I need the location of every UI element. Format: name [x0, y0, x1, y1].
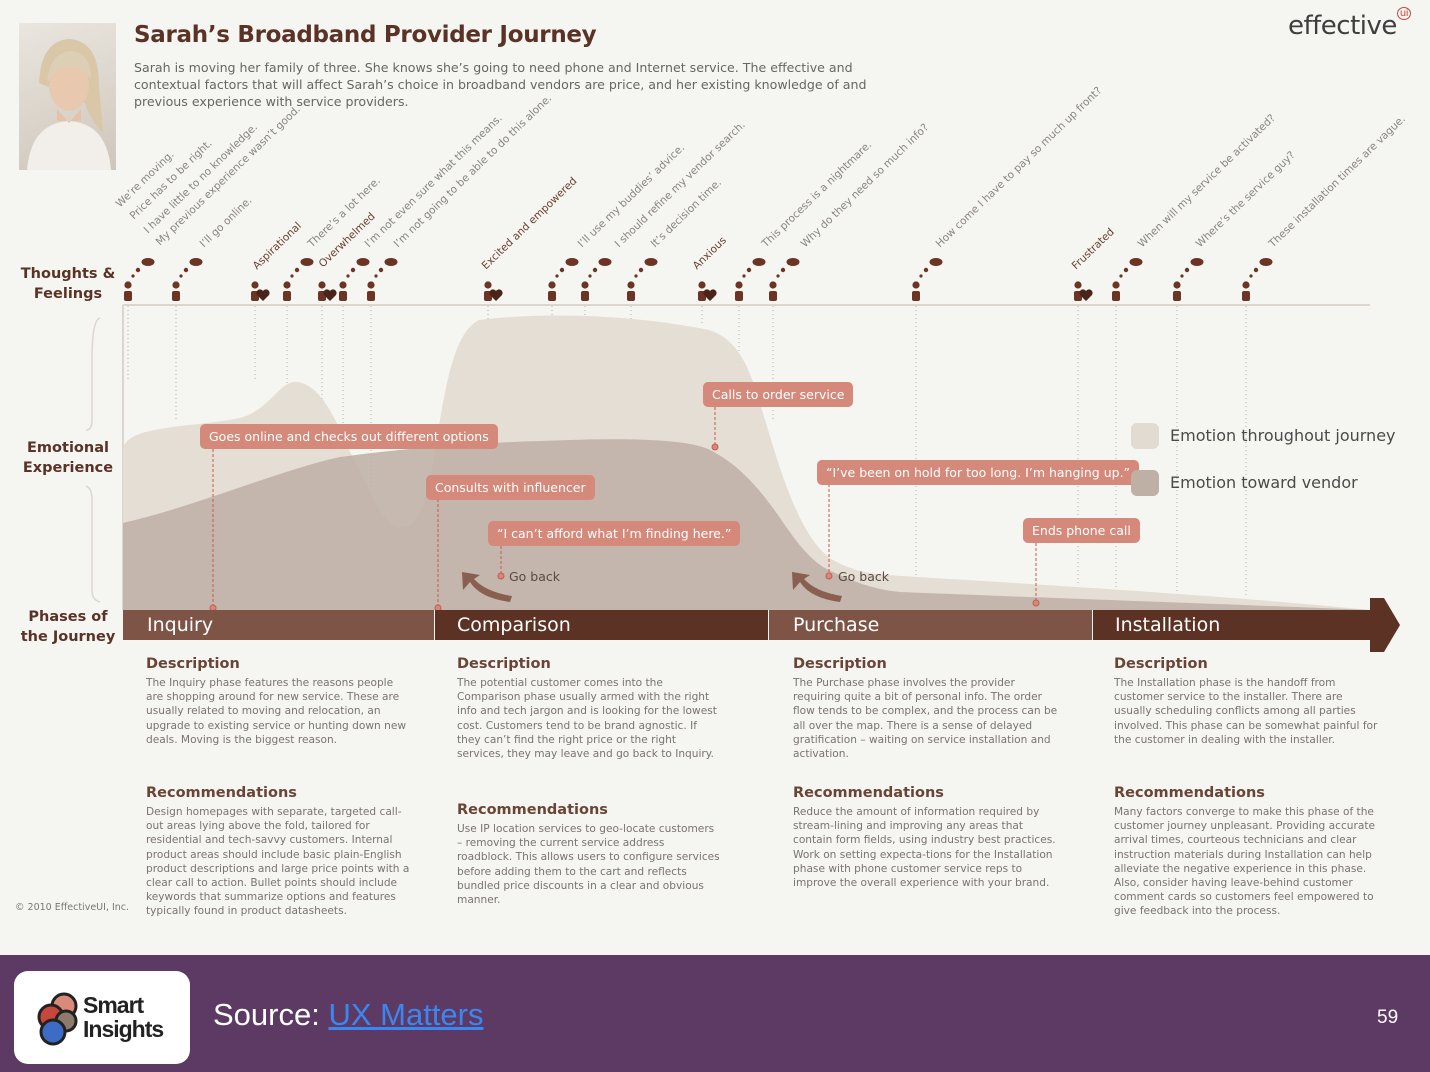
brand-name: effective [1288, 11, 1397, 41]
callout-consults-influencer: Consults with influencer [426, 475, 595, 500]
installation-recommendations: Many factors converge to make this phase… [1114, 806, 1376, 918]
thinking-person-icon [283, 258, 314, 301]
phase-purchase: Purchase [769, 610, 1092, 640]
smart-insights-logo-icon [37, 992, 78, 1046]
callout-ends-call: Ends phone call [1023, 518, 1140, 543]
feeling-person-heart-icon [698, 281, 717, 301]
brand-mark: ui [1396, 7, 1412, 20]
go-back-label: Go back [509, 569, 561, 584]
thinking-person-icon [548, 258, 579, 301]
recommendations-heading: Recommendations [1114, 785, 1265, 801]
persona-portrait-icon [27, 39, 111, 170]
source-link[interactable]: UX Matters [328, 997, 484, 1032]
callout-goes-online: Goes online and checks out different opt… [200, 424, 498, 449]
phase-installation: Installation [1093, 610, 1371, 640]
description-heading: Description [793, 656, 887, 672]
inquiry-details: Description The Inquiry phase features t… [146, 656, 411, 919]
feeling-person-heart-icon [251, 281, 270, 301]
legend-label-vendor: Emotion toward vendor [1170, 473, 1358, 492]
logo-line-2: Insights [83, 1016, 164, 1042]
go-back-arrow-icon [792, 572, 842, 602]
inquiry-recommendations: Design homepages with separate, targeted… [146, 806, 410, 918]
label-emotional-experience: Emotional Experience [22, 440, 114, 476]
thought-icons [124, 258, 1273, 301]
smart-insights-logo: Smart Insights [14, 971, 190, 1064]
go-back-arrow-icon [462, 572, 512, 602]
description-heading: Description [1114, 656, 1208, 672]
thinking-person-icon [172, 258, 203, 301]
legend-label-journey: Emotion throughout journey [1170, 426, 1396, 445]
phase-comparison: Comparison [435, 610, 768, 640]
feeling-person-heart-icon [318, 281, 337, 301]
legend-swatch-vendor [1131, 470, 1159, 496]
thinking-person-icon [1173, 258, 1204, 301]
brace-top [85, 317, 101, 431]
purchase-description: The Purchase phase involves the provider… [793, 677, 1058, 761]
thinking-person-icon [735, 258, 766, 301]
thinking-person-icon [1112, 258, 1143, 301]
footer-bar: Smart Insights Source: UX Matters 59 [0, 955, 1430, 1072]
thinking-person-icon [769, 258, 800, 301]
purchase-recommendations: Reduce the amount of information require… [793, 806, 1056, 890]
installation-details: Description The Installation phase is th… [1114, 656, 1379, 919]
thinking-person-icon [627, 258, 658, 301]
copyright: © 2010 EffectiveUI, Inc. [15, 902, 130, 913]
description-heading: Description [457, 656, 551, 672]
description-heading: Description [146, 656, 240, 672]
recommendations-heading: Recommendations [146, 785, 297, 801]
logo-line-1: Smart [83, 992, 144, 1018]
callout-connectors [212, 407, 1037, 607]
feeling-person-heart-icon [484, 281, 503, 301]
thinking-person-icon [1242, 258, 1273, 301]
thinking-person-icon [912, 258, 943, 301]
comparison-recommendations: Use IP location services to geo-locate c… [457, 823, 720, 907]
callout-calls-to-order: Calls to order service [703, 382, 854, 407]
inquiry-description: The Inquiry phase features the reasons p… [146, 677, 407, 746]
callout-on-hold: “I’ve been on hold for too long. I’m han… [817, 460, 1140, 485]
legend-swatch-journey [1131, 423, 1159, 449]
persona-photo [19, 23, 116, 170]
go-back-label: Go back [838, 569, 890, 584]
persona-intro: Sarah is moving her family of three. She… [134, 60, 867, 109]
comparison-details: Description The potential customer comes… [457, 656, 722, 907]
journey-chart [85, 258, 1400, 652]
timeline-arrowhead [1370, 598, 1400, 652]
callout-dots [209, 443, 1040, 612]
thinking-person-icon [367, 258, 398, 301]
label-thoughts-feelings: Thoughts & Feelings [20, 266, 116, 302]
thinking-person-icon [581, 258, 612, 301]
purchase-details: Description The Purchase phase involves … [793, 656, 1058, 890]
thinking-person-icon [339, 258, 370, 301]
label-phases: Phases of the Journey [20, 609, 116, 645]
recommendations-heading: Recommendations [793, 785, 944, 801]
comparison-description: The potential customer comes into the Co… [457, 677, 717, 761]
page-number: 59 [1377, 1007, 1399, 1028]
callout-cant-afford: “I can’t afford what I’m finding here.” [488, 521, 741, 546]
source-credit: Source: UX Matters [213, 997, 484, 1033]
phase-inquiry: Inquiry [123, 610, 434, 640]
source-label: Source: [213, 997, 320, 1032]
thinking-person-icon [124, 258, 155, 301]
brace-bottom [85, 485, 101, 603]
recommendations-heading: Recommendations [457, 802, 608, 818]
installation-description: The Installation phase is the handoff fr… [1114, 677, 1378, 746]
feeling-person-heart-icon [1074, 281, 1093, 301]
page-title: Sarah’s Broadband Provider Journey [134, 22, 597, 48]
